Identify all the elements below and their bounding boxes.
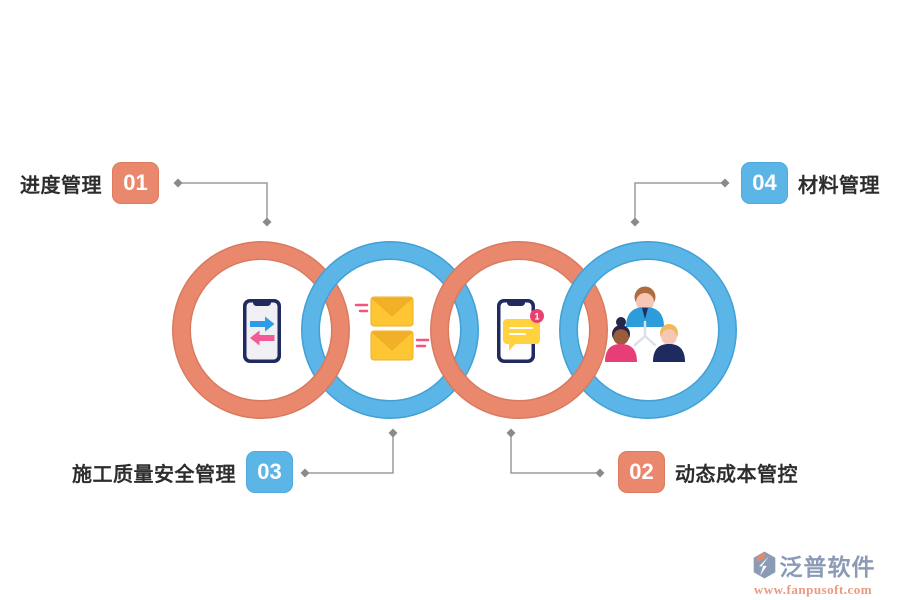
label-text: 施工质量安全管理: [72, 463, 236, 486]
ring-1: [172, 241, 350, 419]
ring-3: [430, 241, 608, 419]
connector-lines: [178, 182, 725, 474]
arrow-right-icon: [250, 316, 275, 332]
label-material-management: 04 材料管理: [741, 162, 880, 204]
person-left: [605, 317, 637, 362]
label-text: 动态成本管控: [675, 463, 798, 486]
ring-4: [559, 241, 737, 419]
envelope-top: [370, 296, 414, 327]
number-badge-04: 04: [741, 162, 788, 204]
person-right: [653, 324, 685, 362]
logo-name: 泛普软件: [779, 554, 876, 580]
team-icon: [605, 286, 685, 362]
connector-03: [308, 436, 394, 474]
number-badge-01: 01: [112, 162, 159, 204]
mail-icon: [354, 296, 430, 361]
ring-1-weave-patch: [273, 342, 348, 417]
fanpu-logo: 泛普软件 www.fanpusoft.com: [728, 548, 898, 598]
number-badge-03: 03: [246, 451, 293, 493]
connector-diamonds: [173, 178, 730, 478]
number-badge-02: 02: [618, 451, 665, 493]
logo-url: www.fanpusoft.com: [753, 582, 873, 597]
label-dynamic-cost-control: 02 动态成本管控: [618, 451, 798, 493]
connector-02: [510, 436, 597, 474]
phone-transfer-icon: [243, 299, 281, 363]
phone-message-icon: 1: [497, 299, 544, 363]
notification-badge: 1: [530, 309, 544, 323]
label-quality-safety-management: 施工质量安全管理 03: [72, 451, 293, 493]
arrow-left-icon: [250, 330, 275, 346]
org-lines: [633, 320, 657, 347]
connector-04: [634, 182, 725, 219]
chat-bubble: [503, 319, 540, 344]
speed-lines: [354, 303, 430, 348]
label-text: 材料管理: [798, 174, 880, 197]
label-text: 进度管理: [20, 174, 102, 197]
envelope-bottom: [370, 330, 414, 361]
ring-3-weave-patch: [531, 342, 606, 417]
fanpu-logo-icon: [753, 551, 775, 579]
person-top: [626, 286, 664, 327]
label-progress-management: 进度管理 01: [20, 162, 159, 204]
ring-2: [301, 241, 479, 419]
svg-text:1: 1: [534, 312, 539, 322]
connector-01: [178, 182, 268, 219]
